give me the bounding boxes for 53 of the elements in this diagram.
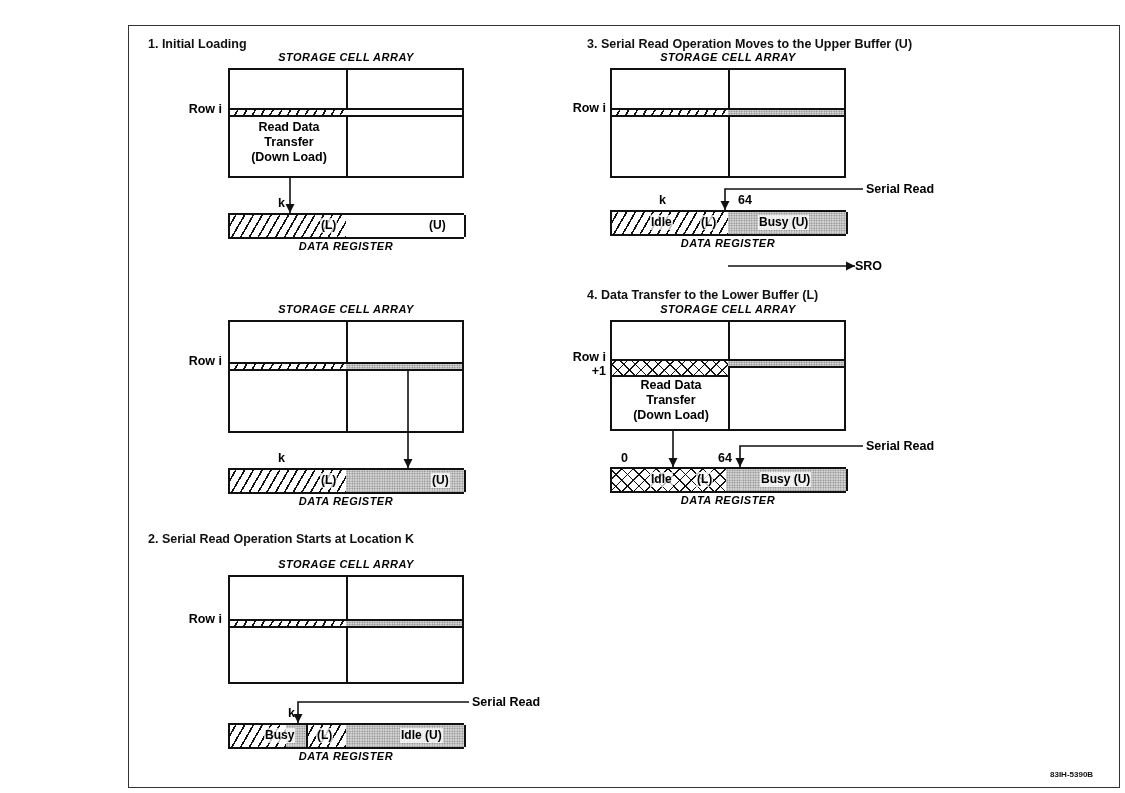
arrow (735, 445, 864, 468)
panel-title: 4. Data Transfer to the Lower Buffer (L) (587, 288, 819, 302)
position-label: Row i (187, 612, 222, 626)
signal-label: Serial Read (472, 694, 556, 710)
cell-text: Read Data Transfer (Down Load) (632, 378, 710, 423)
position-label: 64 (737, 193, 752, 207)
cell-text: Read Data Transfer (Down Load) (250, 120, 328, 165)
register-text: (L) (316, 728, 334, 743)
register-caption: DATA REGISTER (679, 494, 777, 506)
position-label: 64 (717, 451, 732, 465)
register-caption: DATA REGISTER (297, 750, 395, 762)
panel-title: 3. Serial Read Operation Moves to the Upper Buffer (U) (587, 37, 913, 51)
register-text: Busy (U) (758, 215, 810, 230)
register-caption: DATA REGISTER (297, 495, 395, 507)
register-text: (L) (700, 215, 718, 230)
arrow (403, 368, 413, 469)
position-label: k (277, 196, 285, 210)
array-heading: STORAGE CELL ARRAY (659, 51, 797, 63)
panel-title: 2. Serial Read Operation Starts at Location K (148, 532, 415, 546)
array-heading: STORAGE CELL ARRAY (277, 51, 415, 63)
register-text: Idle (U) (400, 728, 443, 743)
position-label: Row i (571, 101, 606, 115)
register-text: Busy (264, 728, 296, 743)
panel-title: 1. Initial Loading (148, 37, 247, 51)
register-text: (U) (431, 473, 450, 488)
arrow (668, 430, 678, 468)
array-heading: STORAGE CELL ARRAY (659, 303, 797, 315)
register-text: (L) (320, 473, 338, 488)
arrow (285, 177, 295, 214)
register-text: (L) (696, 472, 714, 487)
array-heading: STORAGE CELL ARRAY (277, 303, 415, 315)
register-text: Busy (U) (760, 472, 812, 487)
position-label: Row i (187, 102, 222, 116)
signal-label: Serial Read (866, 181, 950, 197)
signal-label: Serial Read (866, 438, 950, 454)
position-label: Row i +1 (571, 350, 606, 378)
position-label: k (658, 193, 666, 207)
register-text: (L) (320, 218, 338, 233)
register-text: Idle (650, 215, 673, 230)
register-caption: DATA REGISTER (679, 237, 777, 249)
arrow (293, 701, 470, 724)
arrow (720, 188, 864, 211)
figure-code: 83IH-5390B (1050, 770, 1094, 779)
register-caption: DATA REGISTER (297, 240, 395, 252)
position-label: Row i (187, 354, 222, 368)
arrow (727, 261, 856, 271)
position-label: 0 (620, 451, 628, 465)
position-label: k (277, 451, 285, 465)
register-text: (U) (428, 218, 447, 233)
array-heading: STORAGE CELL ARRAY (277, 558, 415, 570)
signal-label: SRO (855, 258, 891, 274)
position-label: k (287, 706, 295, 720)
register-text: Idle (650, 472, 673, 487)
